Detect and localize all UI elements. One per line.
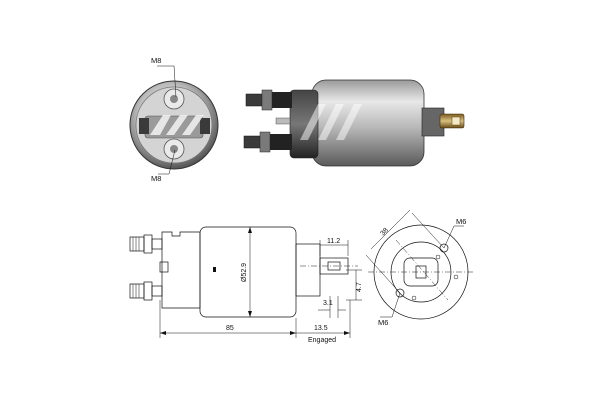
dim-shaft-length: 11.2 [327,238,340,245]
brand-watermark [150,115,204,135]
dim-diameter: Ø52.9 [241,263,248,282]
photo-label-top: M8 [151,56,177,98]
label-m6-lower: M6 [378,318,388,327]
photo-label-bottom: M8 [151,149,176,183]
brand-watermark-side [300,104,362,140]
photo-end-view [129,80,219,170]
drawing-end-view: 38 M6 M6 [365,209,474,327]
lower-terminal-thread [243,135,263,149]
dim-bolt-spacing: 38 [379,227,390,238]
upper-mount-hole [439,243,449,253]
label-m8-top: M8 [151,56,161,65]
dim-shaft-offset: 4.7 [356,282,363,292]
dim-engaged-label: Engaged [308,337,336,344]
photo-side-view [243,79,465,167]
dim-gap: 3.1 [323,300,333,307]
dim-body-length: 85 [226,325,234,332]
label-m6-upper: M6 [456,217,466,226]
upper-terminal-thread [245,93,265,107]
drawing-side-view: Ø52.9 11.2 4.7 3.1 85 13.5 Engaged [129,226,363,344]
label-m8-bottom: M8 [151,174,161,183]
lower-mount-hole [395,288,405,298]
dim-engaged-travel: 13.5 [314,325,328,332]
